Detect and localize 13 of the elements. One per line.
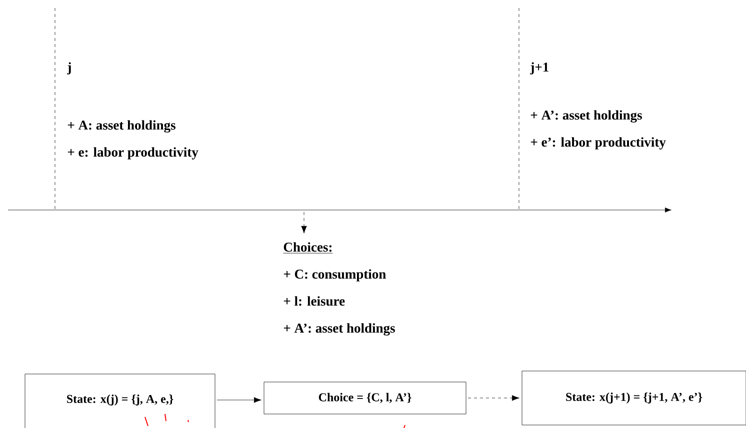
state-box: State: x(j+1) = {j+1, A’, e’} — [522, 370, 746, 426]
label-text: + e: labor productivity — [68, 147, 198, 160]
label-text: + A’: asset holdings — [530, 110, 642, 123]
label-text: + e’: labor productivity — [530, 137, 666, 150]
label-text: j — [67, 62, 71, 74]
label-text: j+1 — [530, 62, 548, 74]
state-box: Choice = {C, l, A’} — [264, 382, 466, 414]
label-text: + A: asset holdings — [68, 120, 176, 133]
arrow — [216, 397, 262, 403]
arrow — [468, 395, 520, 401]
state-box: State: x(j) = {j, A, e,} — [24, 374, 216, 428]
arrow — [301, 212, 307, 234]
choices-text: Choices: + C: consumption + l: leisure + A’: asset holdings — [283, 242, 395, 336]
